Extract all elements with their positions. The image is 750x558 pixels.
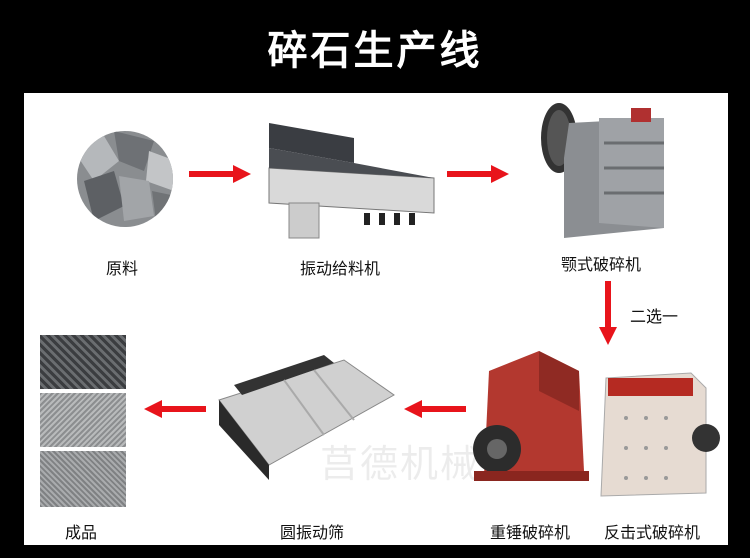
step-label-impact-crusher: 反击式破碎机 [604, 523, 701, 542]
circular-vibrating-screen-image [218, 355, 395, 480]
choice-note: 二选一 [630, 307, 679, 326]
raw-stone-image [77, 131, 173, 227]
page-title: 碎石生产线 [267, 28, 483, 74]
hammer-crusher-image [473, 351, 589, 481]
process-panel: 莒德机械 原料 振动给料机 颚式破碎机 二选一 [24, 93, 728, 545]
impact-crusher-image [600, 372, 720, 497]
step-label-raw-material: 原料 [106, 259, 139, 278]
step-label-hammer-crusher: 重锤破碎机 [490, 523, 571, 542]
watermark: 莒德机械 [320, 442, 481, 486]
step-label-jaw-crusher: 颚式破碎机 [561, 255, 642, 274]
arrow-left-icon [404, 400, 466, 418]
step-label-circular-vibrating-screen: 圆振动筛 [280, 523, 345, 542]
arrow-right-icon [447, 165, 509, 183]
vibrating-feeder-image [268, 123, 435, 239]
arrow-left-icon [144, 400, 206, 418]
arrow-down-icon [599, 281, 617, 345]
step-label-finished-product: 成品 [65, 523, 98, 542]
arrow-right-icon [189, 165, 251, 183]
jaw-crusher-image [541, 103, 664, 238]
finished-aggregate-image [40, 335, 126, 507]
step-label-vibrating-feeder: 振动给料机 [300, 259, 381, 278]
